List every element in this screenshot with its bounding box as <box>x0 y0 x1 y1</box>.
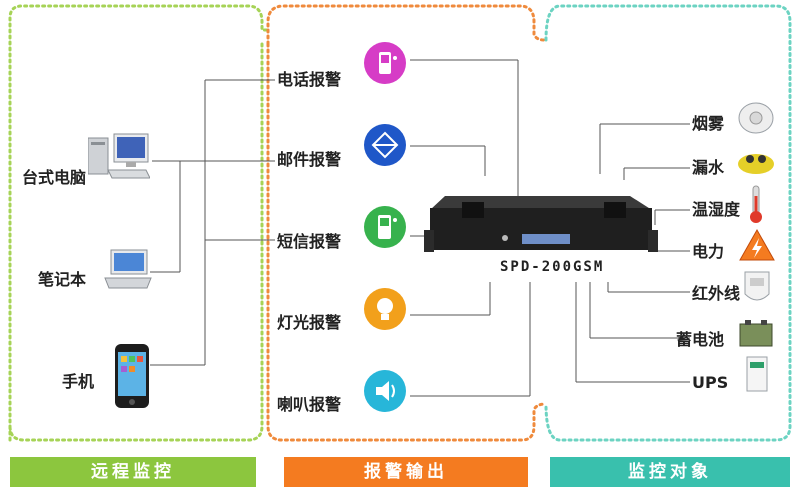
phone-icon <box>364 42 406 84</box>
speaker-icon <box>364 370 406 412</box>
battery-icon <box>738 318 774 348</box>
alarm-output-label-light: 灯光报警 <box>277 313 342 332</box>
footer-remote-monitoring: 远程监控 <box>10 457 256 487</box>
smartphone-label: 手机 <box>62 372 95 391</box>
monitor-label-ups: UPS <box>692 373 729 392</box>
monitor-label-water: 漏水 <box>692 158 725 177</box>
footer-monitoring-targets: 监控对象 <box>550 457 790 487</box>
ups-icon <box>746 356 768 392</box>
water-leak-icon <box>736 146 776 178</box>
desktop-computer-icon <box>88 132 150 180</box>
monitor-label-smoke: 烟雾 <box>692 114 725 133</box>
device-model-label: SPD-200GSM <box>500 259 605 275</box>
laptop-icon <box>103 248 153 290</box>
monitor-label-infrared: 红外线 <box>692 284 741 303</box>
mail-icon <box>364 124 406 166</box>
infrared-sensor-icon <box>742 270 772 306</box>
gsm-device <box>424 196 658 252</box>
alarm-output-label-mail: 邮件报警 <box>277 150 342 169</box>
monitor-label-battery: 蓄电池 <box>676 330 725 349</box>
sms-icon <box>364 206 406 248</box>
smartphone-icon <box>114 343 150 409</box>
bulb-icon <box>364 288 406 330</box>
laptop-label: 笔记本 <box>38 270 87 289</box>
left-region-border <box>8 4 270 442</box>
desktop-computer-label: 台式电脑 <box>22 168 87 187</box>
power-warning-icon <box>738 228 776 262</box>
right-region-border <box>544 4 792 442</box>
alarm-output-label-phone: 电话报警 <box>277 70 342 89</box>
alarm-output-label-sms: 短信报警 <box>277 232 342 251</box>
smoke-detector-icon <box>738 100 774 136</box>
monitor-label-temp: 温湿度 <box>692 200 741 219</box>
alarm-output-label-speaker: 喇叭报警 <box>277 395 342 414</box>
monitor-label-power: 电力 <box>692 242 725 261</box>
footer-alarm-output: 报警输出 <box>284 457 528 487</box>
thermometer-icon <box>746 184 766 224</box>
middle-region-border <box>266 4 546 46</box>
